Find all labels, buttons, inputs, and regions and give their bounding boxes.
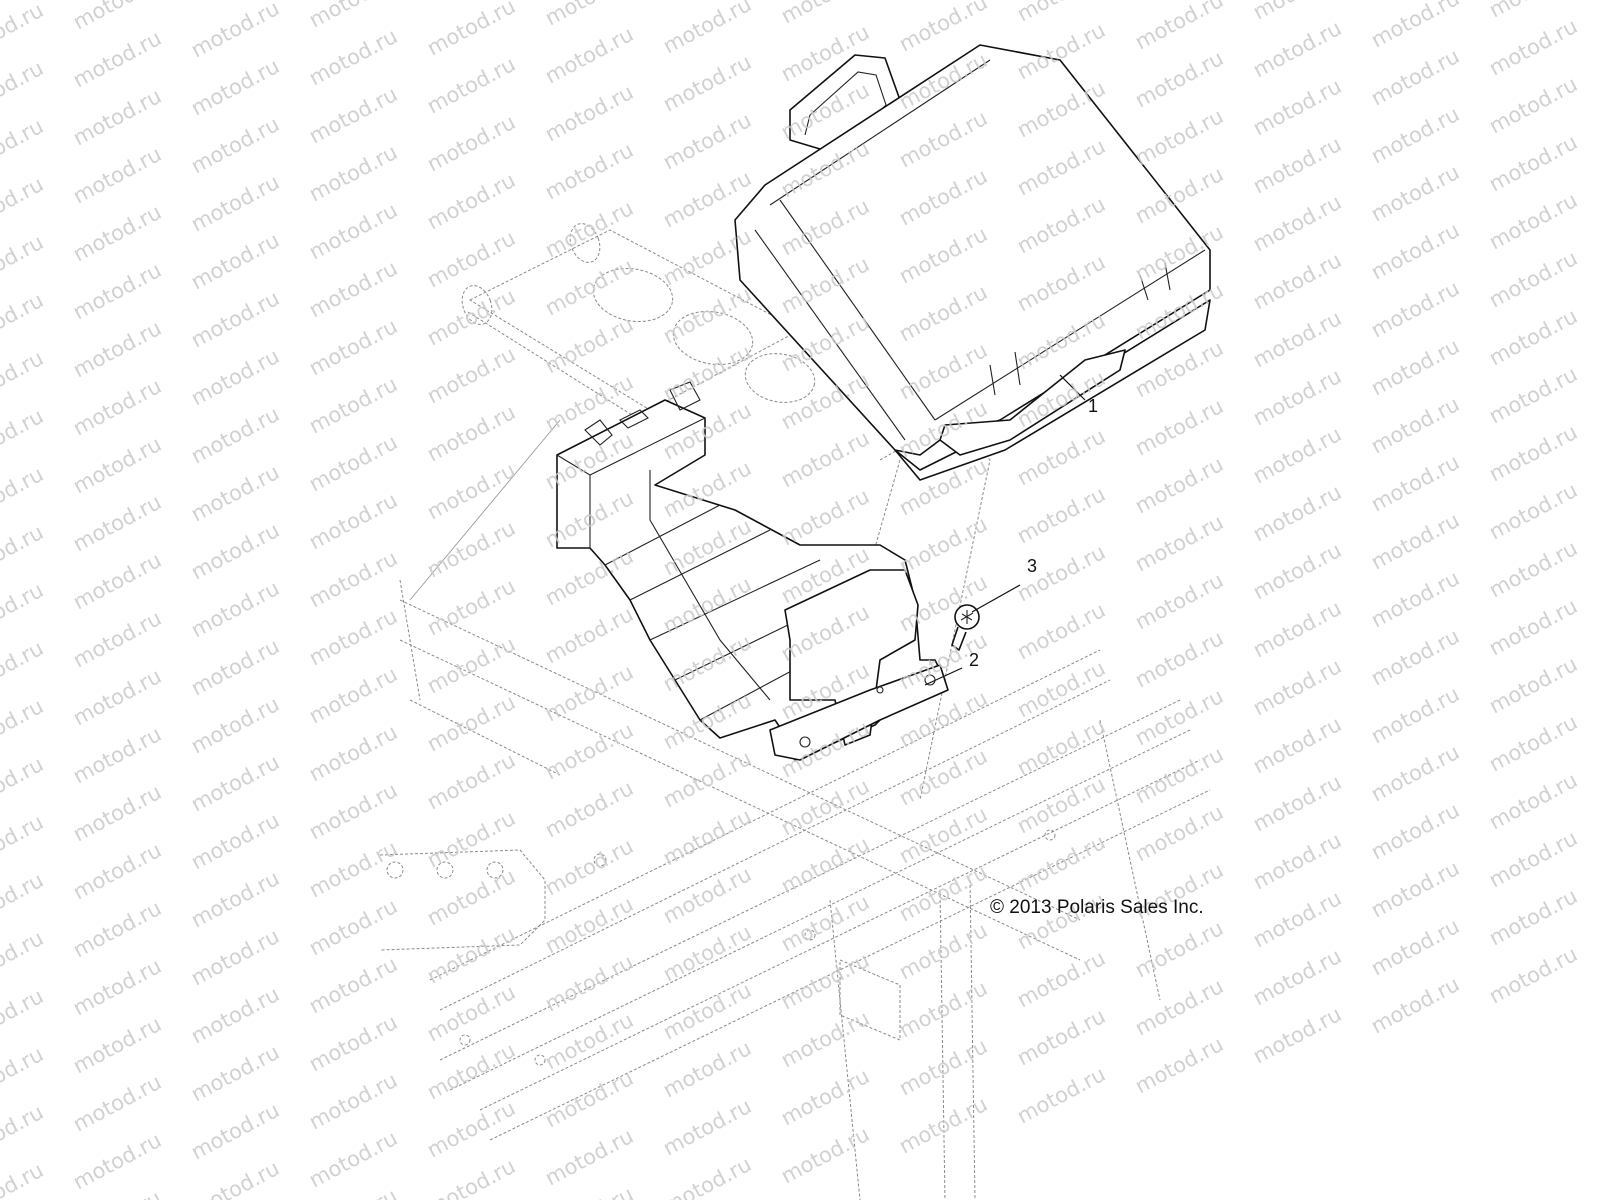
copyright-notice: © 2013 Polaris Sales Inc. (990, 897, 1204, 918)
push-rivet (951, 584, 1021, 651)
frame-ghost (379, 223, 1211, 1200)
battery-box (734, 44, 1211, 481)
callout-3: 3 (1027, 556, 1038, 576)
callout-1: 1 (1088, 396, 1099, 416)
leader-line-2 (924, 667, 963, 686)
mounting-bracket (556, 381, 949, 761)
callout-2: 2 (969, 650, 980, 670)
